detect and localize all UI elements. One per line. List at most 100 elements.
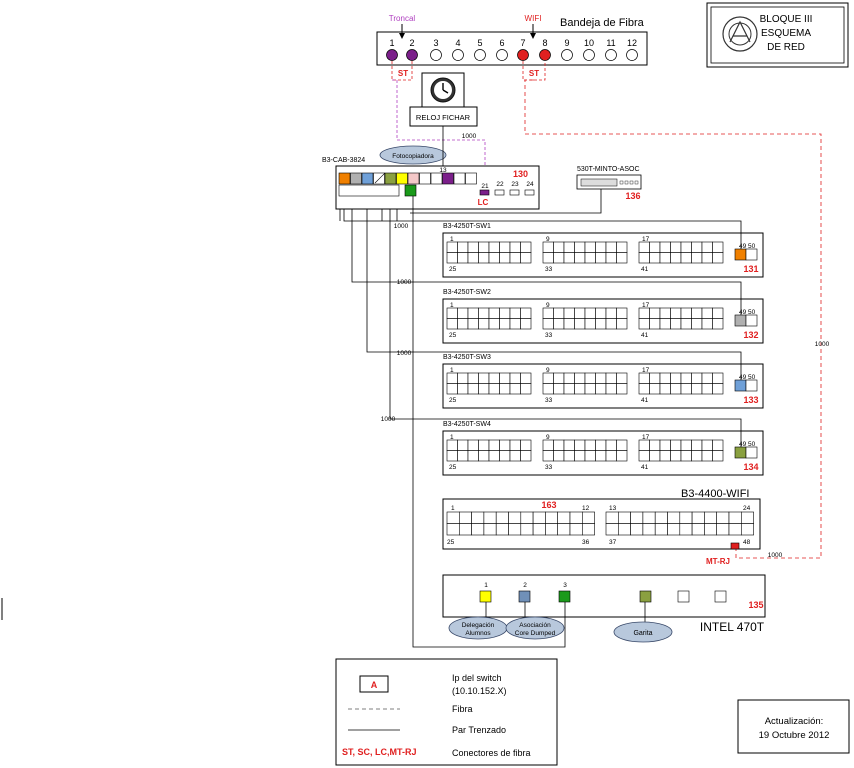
wifi-switch-port — [545, 511, 559, 524]
switch-port — [520, 307, 532, 319]
switch-port — [595, 439, 607, 451]
switch-port — [701, 439, 713, 451]
troncal-label: Troncal — [389, 14, 416, 23]
switch-port — [701, 372, 713, 384]
switch-port — [712, 383, 724, 395]
link-cab-sw2 — [351, 209, 742, 315]
fiber-tray-title: Bandeja de Fibra — [560, 17, 645, 29]
switch-port-label-bottom: 41 — [641, 266, 649, 273]
switch-port — [509, 372, 521, 384]
wifi-switch-port — [495, 523, 509, 536]
switch-port — [680, 439, 692, 451]
legend-connectors-sample: ST, SC, LC,MT-RJ — [342, 747, 417, 757]
cab-port-23-label: 23 — [511, 181, 519, 188]
fiber-tray — [376, 31, 648, 66]
switch-uplink-label: 49 — [739, 441, 747, 448]
switch-port — [457, 383, 469, 395]
switch-port — [467, 318, 479, 330]
link-label-sw4: 1000 — [381, 416, 396, 423]
wifi-switch-port — [581, 523, 595, 536]
switch-port — [584, 450, 596, 462]
switch-port — [478, 383, 490, 395]
switch-port — [478, 450, 490, 462]
wifi-switch-port — [642, 511, 656, 524]
switch-port — [712, 372, 724, 384]
switch-port — [509, 307, 521, 319]
asoc-switch-name: 530T-MINTO-ASOC — [577, 166, 640, 173]
wifi-switch-port — [642, 523, 656, 536]
switch-4-ip: 134 — [743, 462, 758, 472]
switch-port — [691, 383, 703, 395]
fiber-tray-port-number: 12 — [627, 38, 637, 48]
wifi-switch-port — [471, 511, 485, 524]
switch-port — [542, 307, 554, 319]
switch-uplink-label: 49 — [739, 243, 747, 250]
title-box — [706, 2, 849, 68]
switch-port — [584, 252, 596, 264]
update-line2: 19 Octubre 2012 — [759, 730, 830, 741]
switch-port — [616, 372, 628, 384]
title-line2: ESQUEMA — [761, 28, 811, 39]
switch-port-label-bottom: 33 — [545, 397, 553, 404]
link-cab-intel — [412, 196, 566, 648]
cab-switch-port — [361, 172, 374, 185]
wifi-switch-port — [691, 511, 705, 524]
wifi-switch-port — [471, 523, 485, 536]
switch-port — [499, 307, 511, 319]
switch-port — [670, 372, 682, 384]
switch-port — [649, 241, 661, 253]
switch-port — [467, 450, 479, 462]
switch-port — [563, 307, 575, 319]
legend-ip-line1: Ip del switch — [452, 673, 502, 683]
switch-port — [638, 372, 650, 384]
switch-port — [605, 383, 617, 395]
wifi-switch-name: B3-4400-WIFI — [681, 488, 749, 500]
switch-port — [701, 450, 713, 462]
switch-port — [520, 450, 532, 462]
switch-port — [509, 383, 521, 395]
switch-port — [488, 307, 500, 319]
intel-port-3 — [558, 590, 571, 603]
wifi-switch-port — [508, 523, 522, 536]
wifi-fiber-line — [524, 79, 822, 559]
switch-port — [457, 450, 469, 462]
switch-port — [467, 307, 479, 319]
wifi-port-label-top: 12 — [582, 505, 590, 512]
switch-port — [499, 252, 511, 264]
intel-switch-ip: 135 — [748, 600, 763, 610]
switch-port — [542, 241, 554, 253]
switch-uplink-port — [734, 379, 747, 392]
fiber-tray-port-number: 8 — [542, 38, 547, 48]
legend-ip-sample: A — [371, 680, 378, 690]
fiber-tray-port — [517, 49, 529, 61]
intel-switch — [442, 574, 766, 618]
switch-port — [670, 241, 682, 253]
link-cab-sw1 — [343, 209, 742, 249]
crest-mark — [729, 20, 751, 43]
switch-port — [701, 383, 713, 395]
switch-port — [488, 383, 500, 395]
wifi-switch-port — [532, 511, 546, 524]
switch-port — [467, 241, 479, 253]
switch-uplink-port — [734, 446, 747, 459]
cab-switch-port — [419, 172, 431, 185]
wifi-switch-port — [654, 511, 668, 524]
switch-port — [712, 252, 724, 264]
switch-port — [638, 439, 650, 451]
switch-port — [691, 439, 703, 451]
legend-ip-sample-box — [359, 675, 389, 693]
switch-port — [680, 307, 692, 319]
switch-port — [520, 241, 532, 253]
cab-switch-name: B3-CAB-3824 — [322, 157, 365, 164]
switch-port — [712, 450, 724, 462]
switch-port — [638, 252, 650, 264]
switch-port — [638, 241, 650, 253]
cab-port-13-label: 13 — [439, 167, 447, 174]
switch-uplink-port — [745, 314, 758, 327]
switch-port — [574, 307, 586, 319]
cab-switch-port — [373, 172, 385, 185]
switch-port — [457, 318, 469, 330]
wifi-port-label-top: 13 — [609, 505, 617, 512]
switch-uplink-port — [745, 248, 758, 261]
switch-port-label-bottom: 41 — [641, 397, 649, 404]
